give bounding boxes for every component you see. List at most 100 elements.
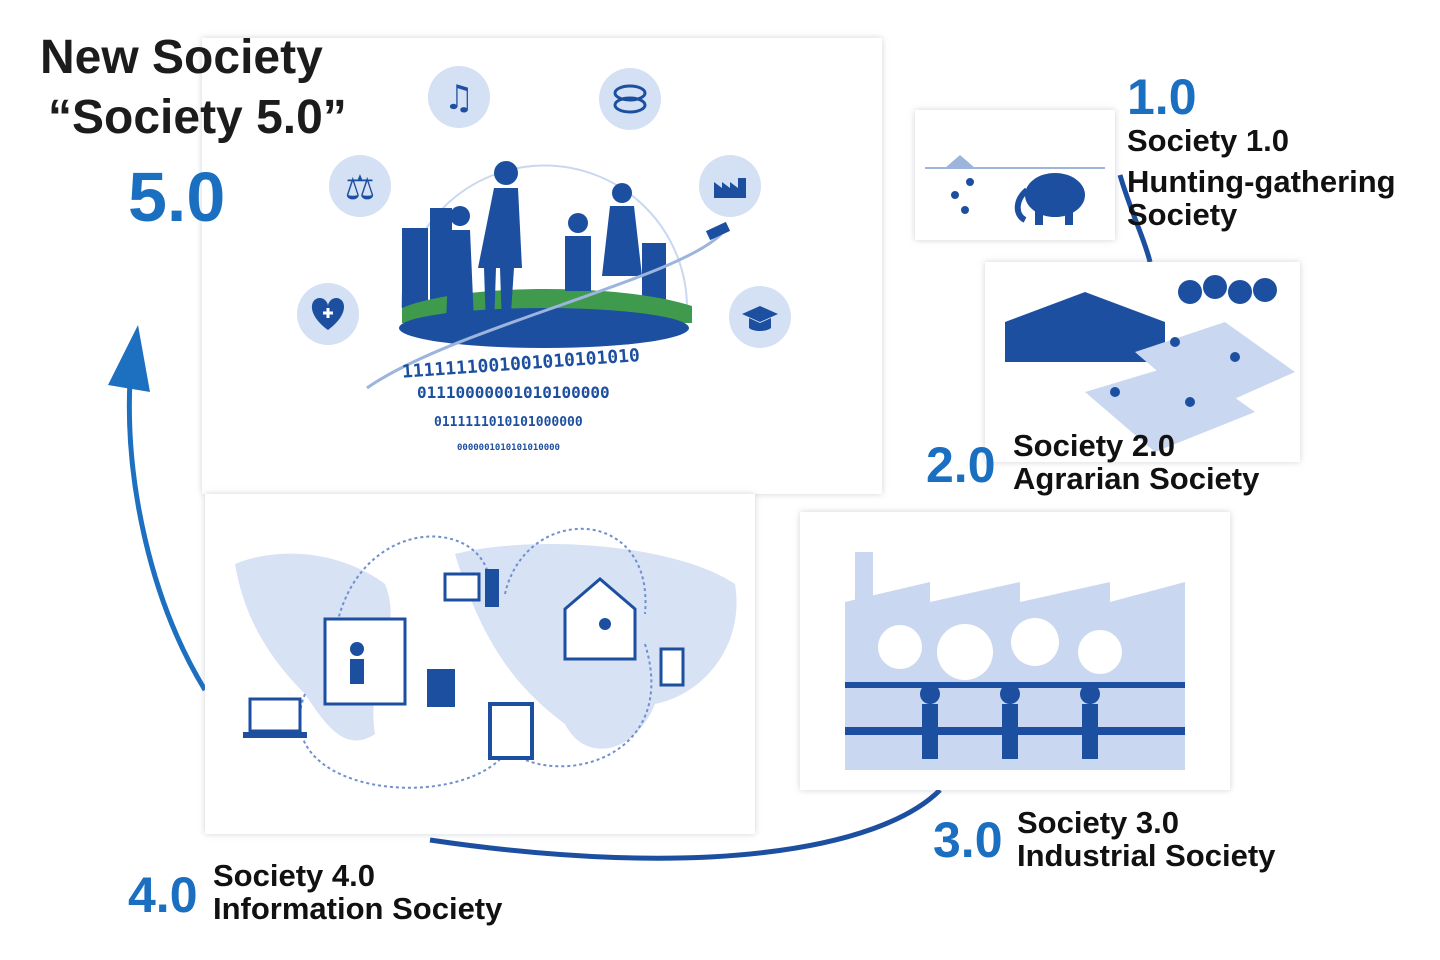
robot-body xyxy=(565,236,591,291)
office-frame xyxy=(323,617,407,706)
phone-icon xyxy=(659,647,685,687)
mammoth-leg xyxy=(1065,205,1073,225)
society4-illustration xyxy=(235,527,737,789)
hunter xyxy=(951,191,959,199)
society5-illustration: ♫ ⚖ 1111111001001010101010 0111000000101… xyxy=(297,66,791,453)
robot-head xyxy=(568,213,588,233)
gear xyxy=(1011,618,1059,666)
home-office xyxy=(563,577,637,661)
stage-number-4: 4.0 xyxy=(128,867,198,923)
scales-icon: ⚖ xyxy=(329,155,391,217)
arrow-4-to-5 xyxy=(126,379,208,692)
farmer xyxy=(1110,387,1120,397)
arrow-4-to-5-head xyxy=(108,325,150,392)
binary-line: 01110000001010100000 xyxy=(417,383,610,402)
worker xyxy=(1000,684,1020,704)
title-line-1: New Society xyxy=(40,31,323,84)
rice-field xyxy=(1085,362,1255,452)
heart-health-icon xyxy=(297,283,359,345)
hunter xyxy=(961,206,969,214)
stage-number-2: 2.0 xyxy=(926,437,996,493)
arrow-1-to-2 xyxy=(1117,174,1153,263)
factory-icon xyxy=(699,155,761,217)
globe-disk xyxy=(399,308,689,348)
stage-label-3: Society 3.0 Industrial Society xyxy=(1017,806,1275,872)
tree xyxy=(1203,275,1227,299)
svg-text:⚖: ⚖ xyxy=(345,168,375,208)
society3-illustration xyxy=(845,552,1185,770)
stage-number-5: 5.0 xyxy=(128,158,226,236)
stage-1-name: Society 1.0 xyxy=(1127,123,1289,158)
gear xyxy=(1078,630,1122,674)
worker-body xyxy=(922,704,938,759)
person-elder xyxy=(446,230,474,322)
stage-1-desc-2: Society xyxy=(1127,197,1238,232)
stage-number-1: 1.0 xyxy=(1127,69,1197,125)
stage-number-3: 3.0 xyxy=(933,812,1003,868)
office-worker xyxy=(350,642,364,656)
panel-society-4 xyxy=(205,494,755,834)
home-worker xyxy=(599,618,611,630)
server-tower-icon xyxy=(485,569,499,607)
satellite xyxy=(705,221,731,241)
orbit-ring xyxy=(366,232,724,390)
worker xyxy=(920,684,940,704)
tree xyxy=(1253,278,1277,302)
main-title: New Society “Society 5.0” xyxy=(40,28,347,148)
panel-society-1 xyxy=(915,110,1115,240)
mammoth-body xyxy=(1025,173,1085,217)
tree xyxy=(1178,280,1202,304)
person-head xyxy=(450,206,470,226)
office-worker xyxy=(350,659,364,684)
tablet-icon xyxy=(488,702,534,760)
server-stack-icon xyxy=(427,669,455,707)
network-link xyxy=(334,535,491,635)
panel-society-5: ♫ ⚖ 1111111001001010101010 0111000000101… xyxy=(202,38,882,494)
person-woman xyxy=(602,206,642,276)
farmer xyxy=(1230,352,1240,362)
gear xyxy=(937,624,993,680)
title-line-2: “Society 5.0” xyxy=(48,91,347,144)
coins-icon xyxy=(599,68,661,130)
farmer xyxy=(1170,337,1180,347)
hunter xyxy=(966,178,974,186)
laptop-icon xyxy=(248,697,302,733)
worker-body xyxy=(1082,704,1098,759)
person-head xyxy=(612,183,632,203)
binary-line: 0000001010101010000 xyxy=(457,443,560,453)
stage-label-2: Society 2.0 Agrarian Society xyxy=(1013,429,1259,495)
person-adult xyxy=(478,188,522,328)
city-building xyxy=(430,208,452,318)
stage-2-name: Society 2.0 xyxy=(1013,428,1175,463)
music-note-icon: ♫ xyxy=(428,66,490,128)
panel-society-3 xyxy=(800,512,1230,790)
mammoth-leg xyxy=(1035,205,1043,225)
conveyor-belt xyxy=(845,682,1185,688)
worker xyxy=(1080,684,1100,704)
society2-illustration xyxy=(1005,275,1295,452)
stage-1-desc: Hunting-gathering xyxy=(1127,164,1396,199)
arrow-3-to-4 xyxy=(429,788,942,861)
monitor-icon xyxy=(443,572,481,602)
stage-3-name: Society 3.0 xyxy=(1017,805,1179,840)
tree xyxy=(1228,280,1252,304)
mammoth-trunk xyxy=(1014,187,1030,223)
graduation-cap-icon xyxy=(729,286,791,348)
volcano xyxy=(945,155,975,168)
binary-line: 0111111010101000000 xyxy=(434,415,583,430)
worker-body xyxy=(1002,704,1018,759)
stage-label-4: Society 4.0 Information Society xyxy=(213,859,502,925)
stage-2-desc: Agrarian Society xyxy=(1013,461,1260,496)
stage-3-desc: Industrial Society xyxy=(1017,838,1276,873)
gear xyxy=(878,625,922,669)
stage-4-name: Society 4.0 xyxy=(213,858,375,893)
stage-label-1: Society 1.0 Hunting-gathering Society xyxy=(1127,124,1396,231)
society1-illustration xyxy=(925,155,1105,225)
stage-4-desc: Information Society xyxy=(213,891,503,926)
svg-text:♫: ♫ xyxy=(444,78,474,118)
panel-society-2 xyxy=(985,262,1300,462)
laptop-base xyxy=(243,732,307,738)
farmer xyxy=(1185,397,1195,407)
person-head xyxy=(494,161,518,185)
